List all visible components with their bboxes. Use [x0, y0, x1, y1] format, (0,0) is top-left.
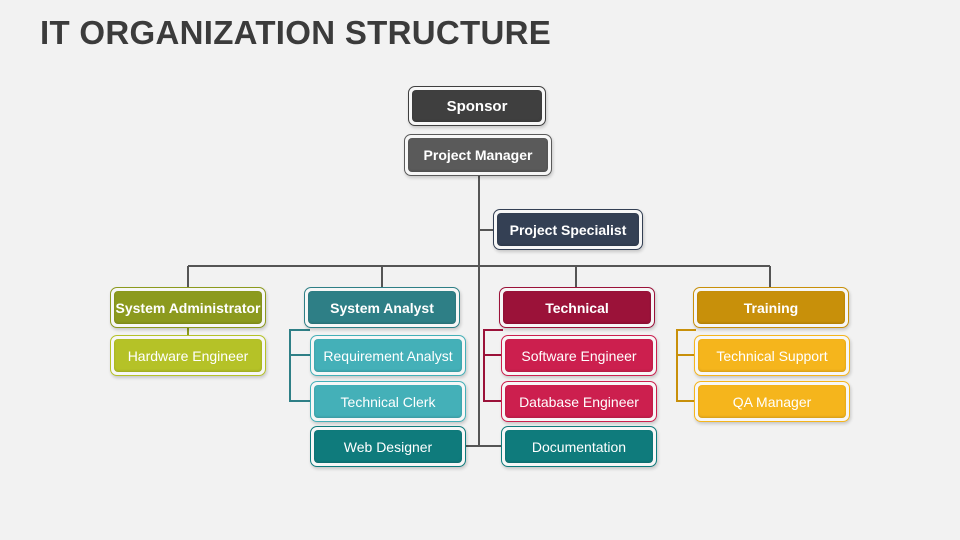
analyst-bracket — [289, 329, 310, 402]
node-technical[interactable]: Technical — [499, 287, 655, 328]
node-documentation[interactable]: Documentation — [501, 426, 657, 467]
node-database-engineer-label: Database Engineer — [505, 385, 653, 418]
node-web-designer-label: Web Designer — [314, 430, 462, 463]
node-system-administrator[interactable]: System Administrator — [110, 287, 266, 328]
page-title: IT ORGANIZATION STRUCTURE — [40, 14, 552, 51]
node-technical-clerk-label: Technical Clerk — [314, 385, 462, 418]
node-project-specialist-label: Project Specialist — [497, 213, 639, 246]
node-sponsor-label: Sponsor — [412, 90, 542, 122]
node-qa-manager[interactable]: QA Manager — [694, 381, 850, 422]
node-project-manager-label: Project Manager — [408, 138, 548, 172]
node-technical-clerk[interactable]: Technical Clerk — [310, 381, 466, 422]
node-project-manager[interactable]: Project Manager — [404, 134, 552, 176]
node-system-administrator-label: System Administrator — [114, 291, 262, 324]
training-bracket — [676, 329, 696, 402]
node-technical-label: Technical — [503, 291, 651, 324]
node-hardware-engineer-label: Hardware Engineer — [114, 339, 262, 372]
node-hardware-engineer[interactable]: Hardware Engineer — [110, 335, 266, 376]
node-system-analyst-label: System Analyst — [308, 291, 456, 324]
node-software-engineer-label: Software Engineer — [505, 339, 653, 372]
node-web-designer[interactable]: Web Designer — [310, 426, 466, 467]
node-technical-support[interactable]: Technical Support — [694, 335, 850, 376]
node-technical-support-label: Technical Support — [698, 339, 846, 372]
node-requirement-analyst[interactable]: Requirement Analyst — [310, 335, 466, 376]
node-project-specialist[interactable]: Project Specialist — [493, 209, 643, 250]
node-software-engineer[interactable]: Software Engineer — [501, 335, 657, 376]
node-documentation-label: Documentation — [505, 430, 653, 463]
technical-bracket — [483, 329, 503, 402]
node-sponsor[interactable]: Sponsor — [408, 86, 546, 126]
node-database-engineer[interactable]: Database Engineer — [501, 381, 657, 422]
node-system-analyst[interactable]: System Analyst — [304, 287, 460, 328]
node-qa-manager-label: QA Manager — [698, 385, 846, 418]
node-requirement-analyst-label: Requirement Analyst — [314, 339, 462, 372]
node-training[interactable]: Training — [693, 287, 849, 328]
node-training-label: Training — [697, 291, 845, 324]
